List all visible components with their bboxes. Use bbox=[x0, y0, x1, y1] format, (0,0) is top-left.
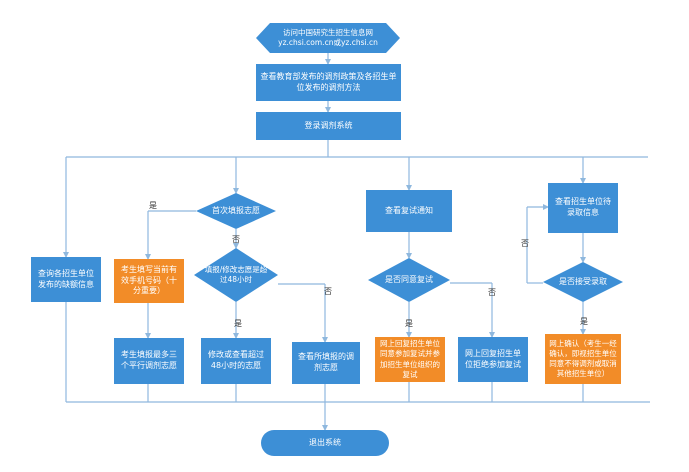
reply-reject-node: 网上回复招生单位拒绝参加复试 bbox=[458, 337, 528, 382]
label-yes-retest: 是 bbox=[405, 319, 413, 328]
decision-accept-admission bbox=[543, 262, 623, 302]
decision-agree-retest bbox=[368, 258, 450, 302]
start-node: 访问中国研究生招生信息网 yz.chsi.com.cn或yz.chsi.cn bbox=[278, 28, 378, 47]
label-no-admission: 否 bbox=[521, 239, 529, 248]
decision-first-fill bbox=[196, 193, 276, 229]
check-notice-node: 查看复试通知 bbox=[366, 190, 452, 232]
fill-three-node: 考生填报最多三个平行调剂志愿 bbox=[114, 338, 184, 384]
label-yes-first-fill: 是 bbox=[149, 201, 157, 210]
check-admission-node: 查看招生单位待录取信息 bbox=[548, 183, 618, 233]
login-node: 登录调剂系统 bbox=[256, 112, 401, 140]
query-info-node: 查询各招生单位发布的缺额信息 bbox=[31, 257, 101, 302]
reply-agree-node: 网上回复招生单位同意参加复试并参加招生单位组织的复试 bbox=[375, 337, 445, 382]
over-48h-text: 填报/修改志愿是超过48小时 bbox=[204, 265, 268, 284]
label-no-retest: 否 bbox=[488, 288, 496, 297]
view-policy-node: 查看教育部发布的调剂政策及各招生单位发布的调剂方法 bbox=[256, 64, 401, 101]
label-no-first-fill: 否 bbox=[232, 235, 240, 244]
confirm-online-node: 网上确认（考生一经确认，即视招生单位同意不得调剂或取消其他招生单位） bbox=[545, 334, 621, 384]
first-fill-text: 首次填报志愿 bbox=[212, 205, 260, 215]
modify-view-node: 修改或查看超过48小时的志愿 bbox=[201, 338, 271, 384]
fill-phone-node: 考生填写当前有效手机号码（十分重要） bbox=[114, 259, 184, 303]
decision-over-48h bbox=[194, 248, 278, 302]
label-yes-48h: 是 bbox=[234, 319, 242, 328]
label-no-48h: 否 bbox=[324, 287, 332, 296]
agree-retest-text: 是否同意复试 bbox=[385, 274, 433, 284]
view-filled-node: 查看所填报的调剂志愿 bbox=[292, 342, 360, 384]
start-hexagon bbox=[256, 23, 400, 53]
exit-node: 退出系统 bbox=[261, 430, 389, 456]
label-yes-admission: 是 bbox=[580, 317, 588, 326]
accept-admission-text: 是否接受录取 bbox=[559, 276, 607, 286]
